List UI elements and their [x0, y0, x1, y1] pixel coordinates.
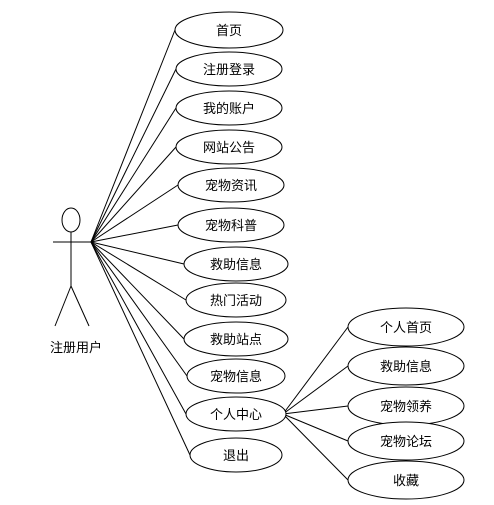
- actor-head: [61, 207, 81, 233]
- use-case-ellipse: [177, 167, 285, 203]
- association-line-pet-news: [90, 184, 179, 243]
- sub-use-case-label: 救助信息: [380, 359, 432, 375]
- sub-use-case-personal-rescue-info[interactable]: 救助信息: [347, 346, 465, 386]
- use-case-label: 我的账户: [203, 101, 255, 117]
- use-case-label: 注册登录: [203, 63, 255, 78]
- association-line-pet-info: [90, 241, 188, 377]
- association-line-hot-activities: [90, 241, 187, 301]
- use-case-label: 退出: [223, 449, 249, 464]
- use-case-ellipse: [175, 51, 283, 87]
- use-case-ellipse: [177, 207, 285, 243]
- association-lines: [90, 29, 349, 481]
- sub-association-line-pet-forum: [282, 413, 349, 442]
- use-case-rescue-info[interactable]: 救助信息: [183, 246, 289, 282]
- use-case-label: 宠物科普: [205, 218, 257, 234]
- actor-left-leg: [54, 285, 72, 327]
- use-case-ellipse: [185, 282, 287, 318]
- association-line-pet-science: [90, 224, 179, 243]
- use-case-pet-news[interactable]: 宠物资讯: [177, 167, 285, 203]
- sub-association-line-favorites: [282, 413, 349, 481]
- sub-use-case-ellipse: [347, 307, 465, 347]
- sub-use-case-label: 宠物领养: [380, 399, 432, 415]
- sub-use-case-label: 个人首页: [380, 321, 432, 336]
- use-case-label: 首页: [216, 24, 242, 39]
- use-case-ellipse: [189, 437, 283, 473]
- sub-association-line-personal-home: [282, 326, 349, 415]
- association-line-rescue-info: [90, 241, 185, 265]
- association-line-logout: [90, 241, 191, 456]
- association-line-personal-center: [90, 241, 187, 415]
- use-case-pet-science[interactable]: 宠物科普: [177, 207, 285, 243]
- use-case-hot-activities[interactable]: 热门活动: [185, 282, 287, 318]
- use-case-logout[interactable]: 退出: [189, 437, 283, 473]
- actor-label: 注册用户: [50, 340, 102, 356]
- sub-use-case-label: 宠物论坛: [380, 434, 432, 450]
- use-case-ellipse: [174, 11, 284, 49]
- use-case-pet-info[interactable]: 宠物信息: [186, 358, 286, 394]
- sub-use-case-ellipse: [347, 460, 465, 500]
- use-case-ellipse: [183, 246, 289, 282]
- use-case-label: 宠物资讯: [205, 178, 257, 194]
- use-case-register-login[interactable]: 注册登录: [175, 51, 283, 87]
- sub-use-case-ellipse: [347, 421, 465, 461]
- association-line-register-login: [90, 68, 177, 243]
- sub-use-case-pet-forum[interactable]: 宠物论坛: [347, 421, 465, 461]
- use-case-my-account[interactable]: 我的账户: [175, 90, 283, 126]
- use-case-label: 网站公告: [203, 141, 255, 156]
- use-cases: 首页注册登录我的账户网站公告宠物资讯宠物科普救助信息热门活动救助站点宠物信息个人…: [174, 11, 289, 473]
- use-case-label: 个人中心: [210, 408, 262, 423]
- use-case-ellipse: [175, 90, 283, 126]
- use-case-ellipse: [185, 396, 287, 432]
- use-case-label: 救助信息: [210, 257, 262, 273]
- sub-use-case-personal-home[interactable]: 个人首页: [347, 307, 465, 347]
- use-case-label: 救助站点: [210, 332, 262, 348]
- use-case-ellipse: [175, 129, 283, 165]
- use-case-home[interactable]: 首页: [174, 11, 284, 49]
- use-case-label: 宠物信息: [210, 369, 262, 385]
- actor-figure: [53, 207, 91, 327]
- sub-use-case-favorites[interactable]: 收藏: [347, 460, 465, 500]
- use-case-ellipse: [183, 321, 289, 357]
- sub-association-line-pet-adoption: [282, 405, 349, 415]
- sub-association-line-personal-rescue-info: [282, 365, 349, 415]
- sub-use-case-pet-adoption[interactable]: 宠物领养: [347, 386, 465, 426]
- association-line-rescue-stations: [90, 241, 185, 340]
- use-case-label: 热门活动: [210, 294, 262, 309]
- actor-right-leg: [70, 285, 90, 327]
- sub-use-case-ellipse: [347, 346, 465, 386]
- use-case-site-announcement[interactable]: 网站公告: [175, 129, 283, 165]
- use-case-rescue-stations[interactable]: 救助站点: [183, 321, 289, 357]
- association-line-home: [90, 29, 176, 243]
- use-case-personal-center[interactable]: 个人中心: [185, 396, 287, 432]
- association-line-my-account: [90, 107, 177, 243]
- sub-use-case-label: 收藏: [393, 474, 419, 489]
- association-line-site-announcement: [90, 146, 177, 243]
- use-case-ellipse: [186, 358, 286, 394]
